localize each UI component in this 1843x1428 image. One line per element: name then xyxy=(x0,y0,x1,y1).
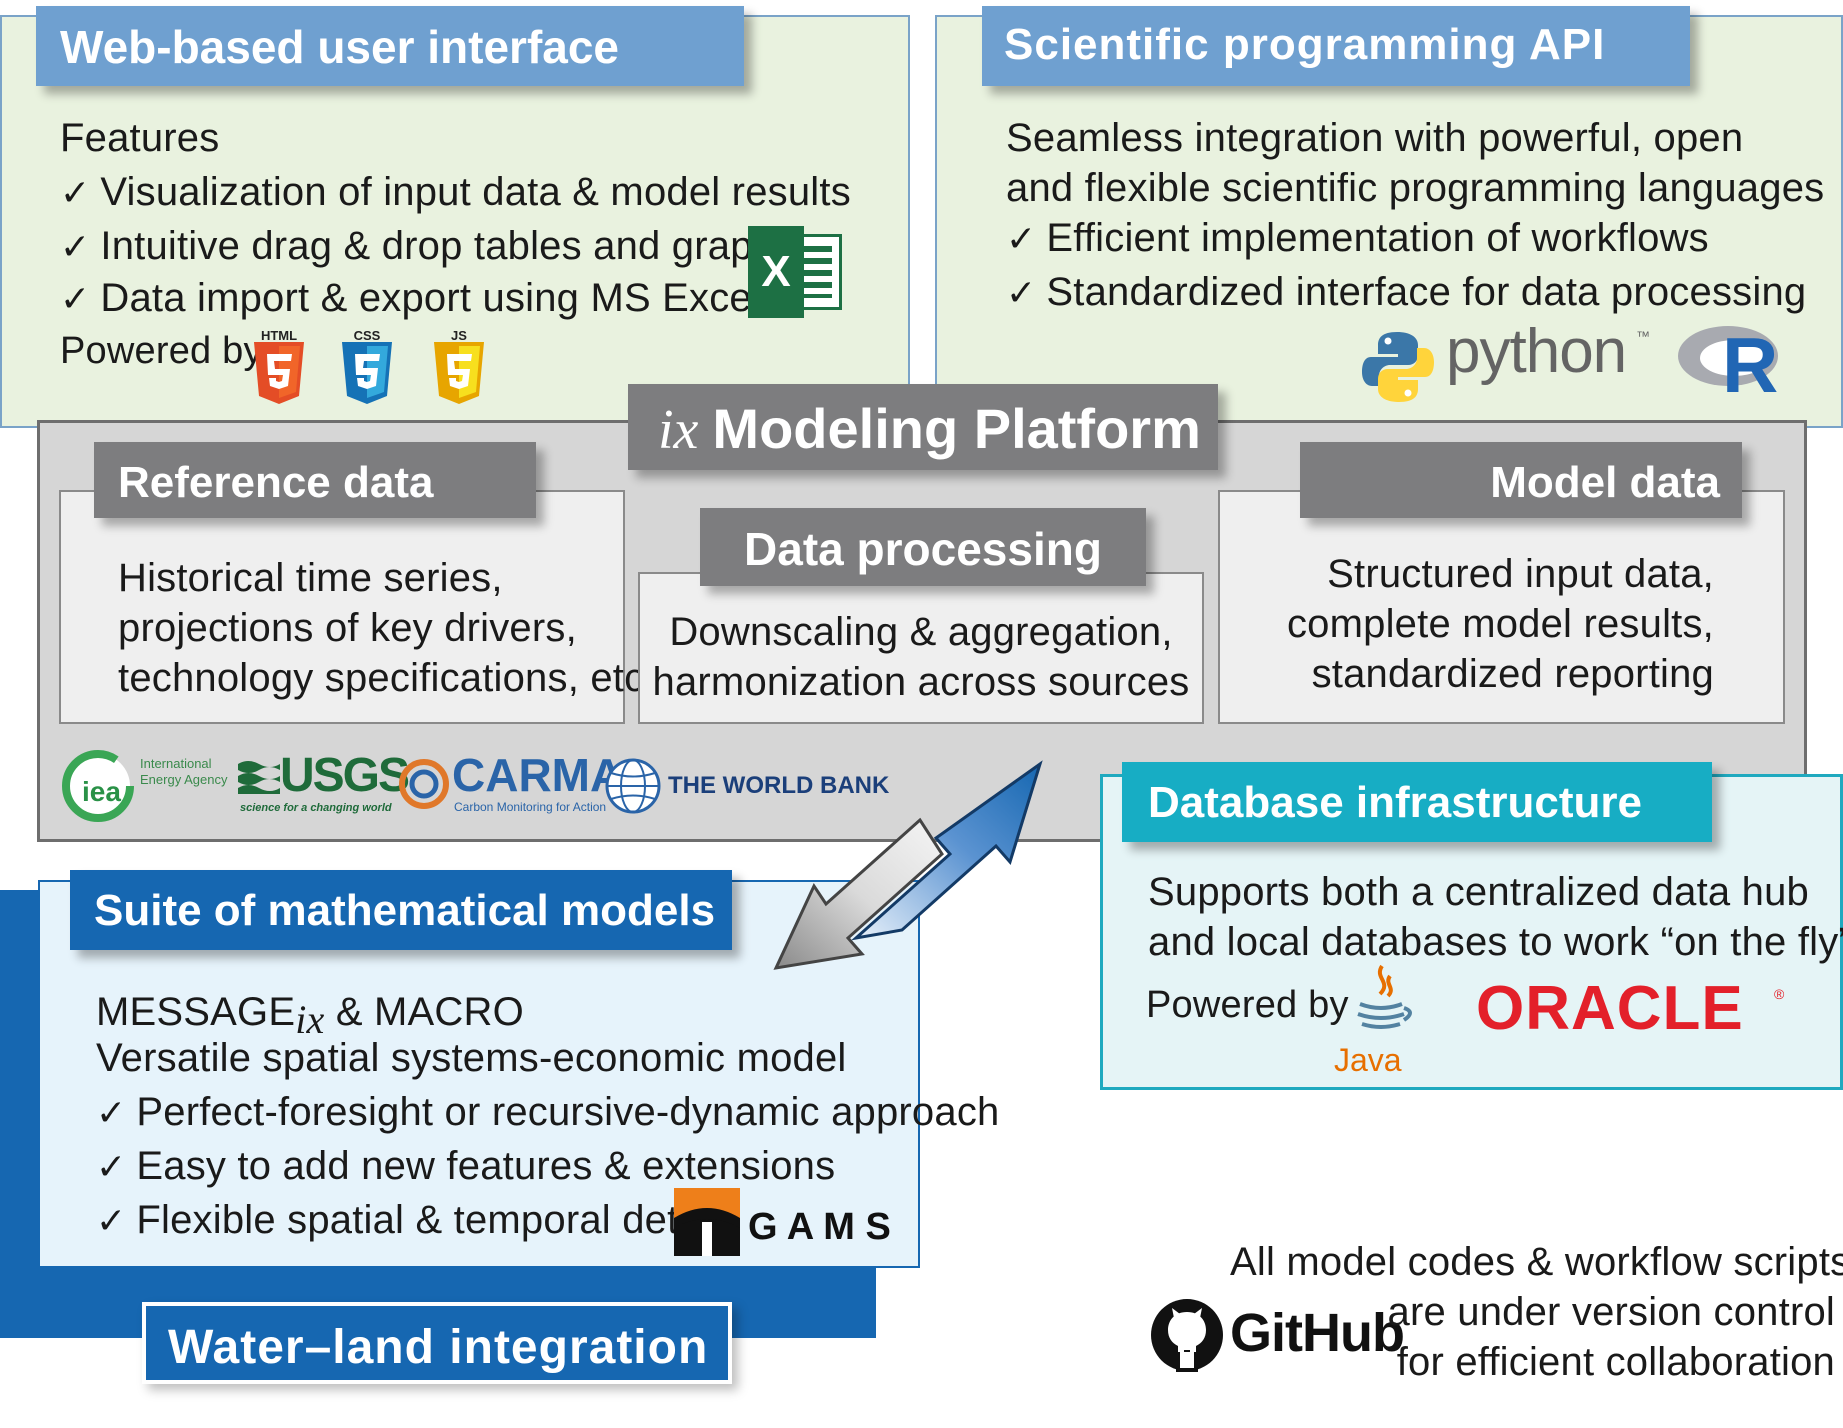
platform-title-prefix: ix xyxy=(658,399,699,461)
feature-item: ✓Visualization of input data & model res… xyxy=(60,170,851,214)
sci-api-feature: ✓Standardized interface for data process… xyxy=(1006,270,1807,314)
database-powered-by: Powered by xyxy=(1146,984,1349,1026)
message-macro-title: MESSAGEix & MACRO xyxy=(96,990,524,1042)
css-badge-label: CSS xyxy=(353,328,381,343)
oracle-registered: ® xyxy=(1774,986,1785,1002)
r-logo-icon xyxy=(1678,326,1778,386)
carma-logo: CARMA xyxy=(452,749,624,801)
web-ui-title: Web-based user interface xyxy=(36,6,744,86)
feature-item: ✓Data import & export using MS Excel xyxy=(60,276,761,320)
model-data-text: Structured input data, xyxy=(1327,552,1714,596)
check-icon: ✓ xyxy=(96,1092,127,1133)
iea-name-line: International xyxy=(140,756,212,771)
data-processing-title: Data processing xyxy=(700,508,1146,586)
models-subtitle: Versatile spatial systems-economic model xyxy=(96,1036,847,1080)
database-text: and local databases to work “on the fly” xyxy=(1148,920,1843,964)
gams-logo-icon xyxy=(674,1188,740,1256)
iea-mark: iea xyxy=(82,776,121,807)
globe-icon xyxy=(605,758,661,814)
model-data-text: standardized reporting xyxy=(1311,652,1714,696)
github-text: are under version control xyxy=(1387,1290,1835,1334)
gams-label: G A M S xyxy=(748,1206,891,1248)
water-land-title: Water–land integration xyxy=(142,1302,732,1384)
css3-icon xyxy=(342,342,392,404)
iea-logo-icon xyxy=(62,750,134,822)
bidirectional-arrow-icon xyxy=(773,760,1043,970)
powered-by-label: Powered by xyxy=(60,330,263,372)
excel-icon: X xyxy=(748,226,844,318)
reference-data-text: projections of key drivers, xyxy=(118,606,577,650)
r-letter: R xyxy=(1722,321,1779,409)
check-icon: ✓ xyxy=(96,1200,127,1241)
sci-api-description: Seamless integration with powerful, open xyxy=(1006,116,1744,160)
message-subscript: ix xyxy=(295,997,325,1042)
usgs-wave-icon xyxy=(238,761,280,794)
sci-api-description: and flexible scientific programming lang… xyxy=(1006,166,1825,210)
world-bank-logo: THE WORLD BANK xyxy=(668,772,890,799)
check-icon: ✓ xyxy=(60,278,91,319)
python-logo-icon xyxy=(1362,332,1434,402)
features-heading: Features xyxy=(60,116,220,160)
github-text: All model codes & workflow scripts xyxy=(1230,1240,1843,1284)
reference-data-title: Reference data xyxy=(94,442,536,518)
sci-api-title: Scientific programming API xyxy=(982,6,1690,86)
models-title: Suite of mathematical models xyxy=(70,870,732,950)
models-feature: ✓Flexible spatial & temporal detail xyxy=(96,1198,720,1242)
java-icon xyxy=(1357,964,1412,1029)
carma-tagline: Carbon Monitoring for Action xyxy=(454,800,607,814)
js-badge-label: JS xyxy=(451,328,467,343)
reference-data-text: technology specifications, etc. xyxy=(118,656,656,700)
model-data-text: complete model results, xyxy=(1286,602,1714,646)
check-icon: ✓ xyxy=(1006,272,1037,313)
usgs-logo: USGS xyxy=(280,749,410,802)
java-label: Java xyxy=(1334,1042,1402,1078)
check-icon: ✓ xyxy=(60,172,91,213)
database-text: Supports both a centralized data hub xyxy=(1148,870,1809,914)
model-data-panel xyxy=(1218,490,1785,724)
usgs-tagline: science for a changing world xyxy=(240,802,392,814)
github-text: for efficient collaboration xyxy=(1396,1340,1835,1384)
iea-name-line: Energy Agency xyxy=(140,772,228,787)
github-label: GitHub xyxy=(1230,1303,1405,1363)
feature-item: ✓Intuitive drag & drop tables and graphs xyxy=(60,224,796,268)
github-logo-icon xyxy=(1151,1299,1223,1372)
model-data-title: Model data xyxy=(1300,442,1742,518)
python-label: python xyxy=(1446,317,1627,386)
carma-logo-icon xyxy=(399,759,449,809)
models-feature: ✓Easy to add new features & extensions xyxy=(96,1144,836,1188)
oracle-logo: ORACLE xyxy=(1476,974,1744,1043)
database-title: Database infrastructure xyxy=(1122,762,1712,842)
python-tm: ™ xyxy=(1636,328,1650,344)
models-feature: ✓Perfect-foresight or recursive-dynamic … xyxy=(96,1090,1000,1134)
html-badge-label: HTML xyxy=(260,328,298,343)
reference-data-text: Historical time series, xyxy=(118,556,503,600)
check-icon: ✓ xyxy=(96,1146,127,1187)
javascript-icon xyxy=(434,342,484,404)
html5-icon xyxy=(254,342,304,404)
check-icon: ✓ xyxy=(1006,218,1037,259)
sci-api-feature: ✓Efficient implementation of workflows xyxy=(1006,216,1709,260)
data-processing-text: harmonization across sources xyxy=(652,660,1190,704)
check-icon: ✓ xyxy=(60,226,91,267)
data-processing-text: Downscaling & aggregation, xyxy=(669,610,1173,654)
